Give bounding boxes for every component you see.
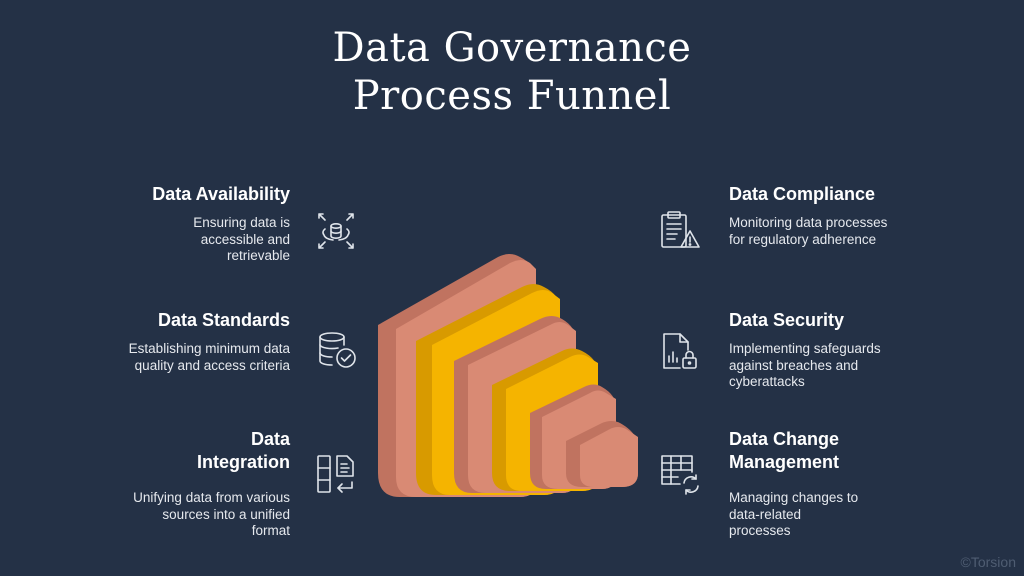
data-security-heading: Data Security — [729, 310, 845, 330]
data-standards-heading: Data Standards — [157, 310, 290, 330]
data-availability-heading: Data Availability — [152, 184, 290, 204]
data-change-management-block: Data Change Management Managing changes … — [729, 428, 929, 540]
data-integration-heading: Data Integration — [197, 429, 290, 472]
data-standards-description: Establishing minimum data quality and ac… — [128, 341, 290, 373]
database-check-icon — [314, 328, 358, 372]
data-compliance-block: Data Compliance Monitoring data processe… — [729, 183, 929, 248]
clipboard-warning-icon — [658, 209, 702, 253]
data-availability-block: Data Availability Ensuring data is acces… — [90, 183, 290, 265]
page-title: Data Governance Process Funnel — [0, 24, 1024, 120]
data-integration-block: Data Integration Unifying data from vari… — [90, 428, 290, 540]
data-compliance-description: Monitoring data processes for regulatory… — [729, 215, 888, 247]
title-line-2: Process Funnel — [352, 73, 672, 119]
document-lock-icon — [658, 328, 702, 372]
data-availability-description: Ensuring data is accessible and retrieva… — [193, 215, 290, 263]
data-security-description: Implementing safeguards against breaches… — [729, 341, 881, 389]
funnel-block-6 — [566, 421, 638, 487]
database-sync-icon — [314, 209, 358, 253]
data-standards-block: Data Standards Establishing minimum data… — [70, 309, 290, 374]
data-change-management-heading: Data Change Management — [729, 429, 840, 472]
data-integration-description: Unifying data from various sources into … — [133, 490, 290, 538]
title-line-1: Data Governance — [332, 25, 692, 71]
document-merge-icon — [314, 452, 358, 496]
watermark: ©Torsion — [960, 554, 1016, 570]
data-security-block: Data Security Implementing safeguards ag… — [729, 309, 929, 391]
data-change-management-description: Managing changes to data-related process… — [729, 490, 859, 538]
process-funnel-graphic — [370, 245, 650, 505]
table-refresh-icon — [658, 452, 702, 496]
funnel-svg — [378, 254, 638, 497]
data-compliance-heading: Data Compliance — [729, 184, 876, 204]
